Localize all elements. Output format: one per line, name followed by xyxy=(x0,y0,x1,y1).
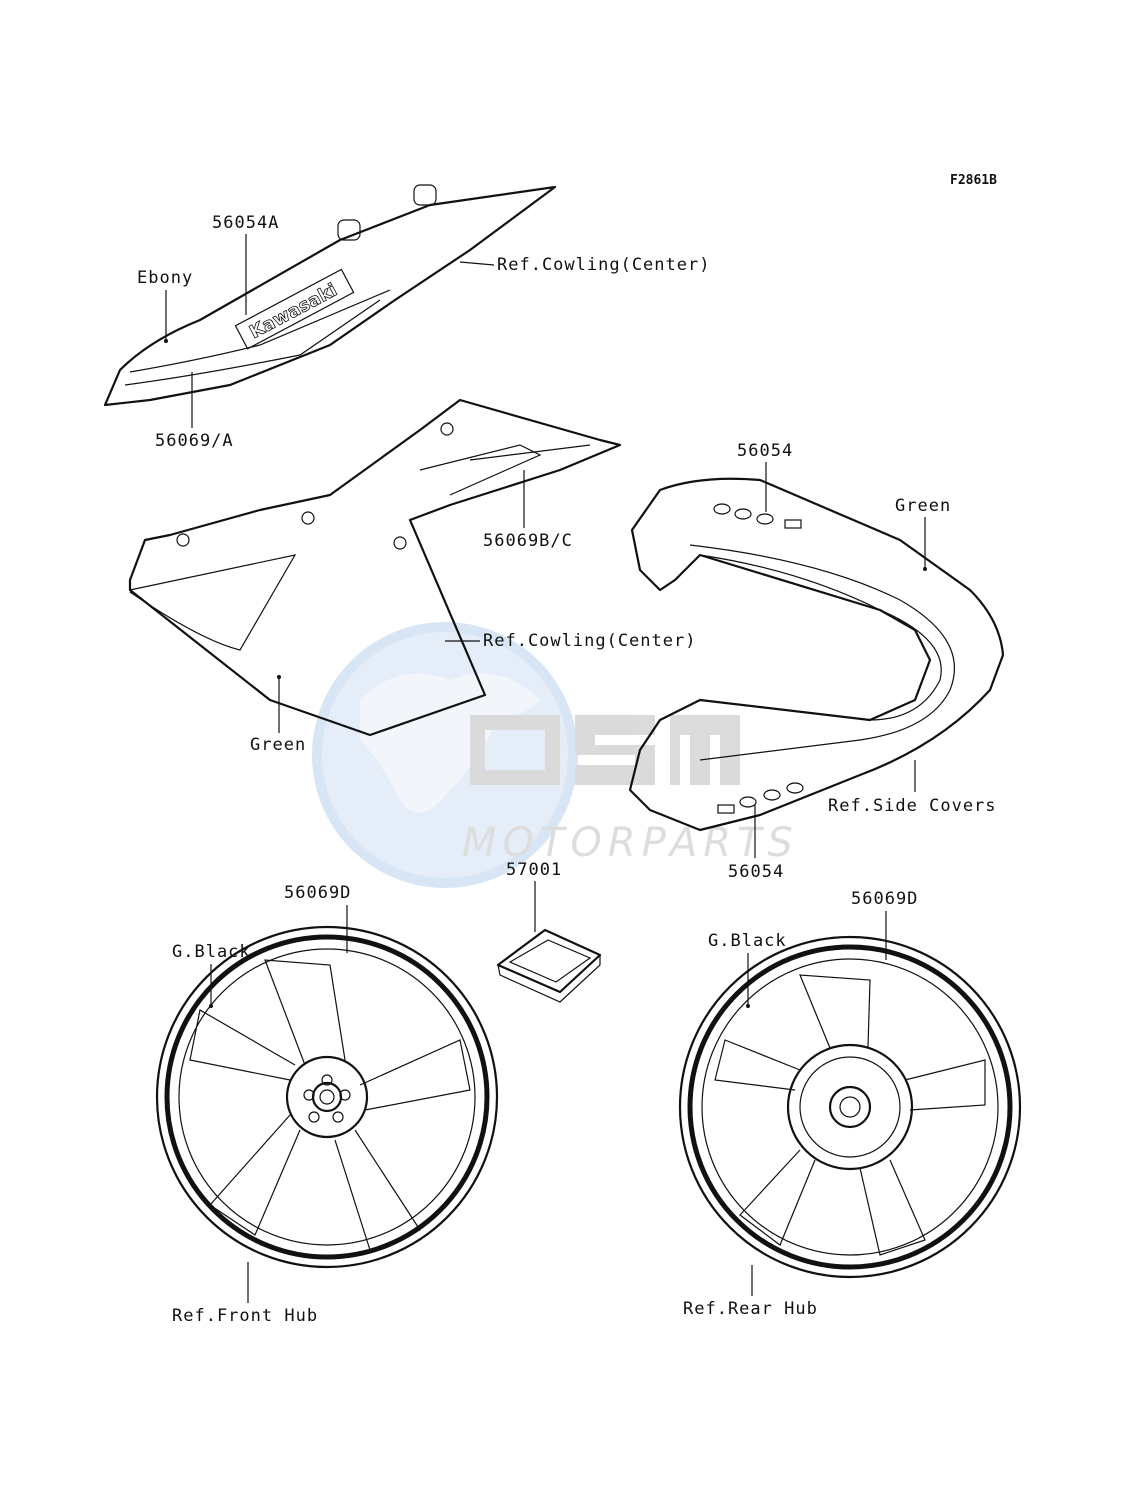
label-57001: 57001 xyxy=(506,860,562,880)
label-ref-cowling-center-top: Ref.Cowling(Center) xyxy=(497,255,710,275)
label-green-left: Green xyxy=(250,735,306,755)
kawasaki-logo-decal: Kawasaki xyxy=(234,268,355,350)
label-ref-cowling-center-mid: Ref.Cowling(Center) xyxy=(483,631,696,651)
watermark: MOTORPARTS xyxy=(312,622,799,888)
cowling-ebony-part: Kawasaki xyxy=(103,184,557,407)
rear-wheel-part xyxy=(678,935,1022,1279)
label-56054-top: 56054 xyxy=(737,441,793,461)
watermark-logo-icon xyxy=(470,715,740,785)
label-ebony: Ebony xyxy=(137,268,193,288)
label-green-right: Green xyxy=(895,496,951,516)
watermark-subtitle: MOTORPARTS xyxy=(462,820,799,866)
side-cowling-green-part xyxy=(128,398,622,737)
front-wheel-part xyxy=(155,925,499,1269)
label-56069BC: 56069B/C xyxy=(483,531,573,551)
label-56069A: 56069/A xyxy=(155,431,234,451)
figure-code: F2861B xyxy=(950,173,997,188)
label-56054-bottom: 56054 xyxy=(728,862,784,882)
label-56069D-right: 56069D xyxy=(851,889,918,909)
label-g-black-right: G.Black xyxy=(708,931,787,951)
label-56054A: 56054A xyxy=(212,213,279,233)
label-g-black-left: G.Black xyxy=(172,942,251,962)
tail-side-covers-part xyxy=(628,477,1005,832)
clip-57001-part xyxy=(496,928,602,1003)
label-ref-rear-hub: Ref.Rear Hub xyxy=(683,1299,818,1319)
label-ref-front-hub: Ref.Front Hub xyxy=(172,1306,318,1326)
label-ref-side-covers: Ref.Side Covers xyxy=(828,796,997,816)
svg-text:Kawasaki: Kawasaki xyxy=(246,280,341,344)
label-56069D-left: 56069D xyxy=(284,883,351,903)
